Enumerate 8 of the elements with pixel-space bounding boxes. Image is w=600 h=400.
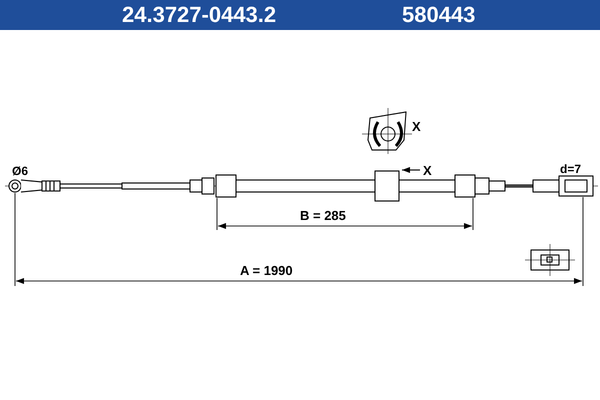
view-label: X [423,164,432,177]
part-number: 24.3727-0443.2 [122,4,276,26]
dimension-label: A = 1990 [240,264,293,277]
reference-number: 580443 [402,4,476,26]
diameter-label: Ø6 [12,165,28,177]
dimension-label: B = 285 [300,209,346,222]
diameter-label: d=7 [560,163,582,175]
view-label: X [412,120,421,133]
